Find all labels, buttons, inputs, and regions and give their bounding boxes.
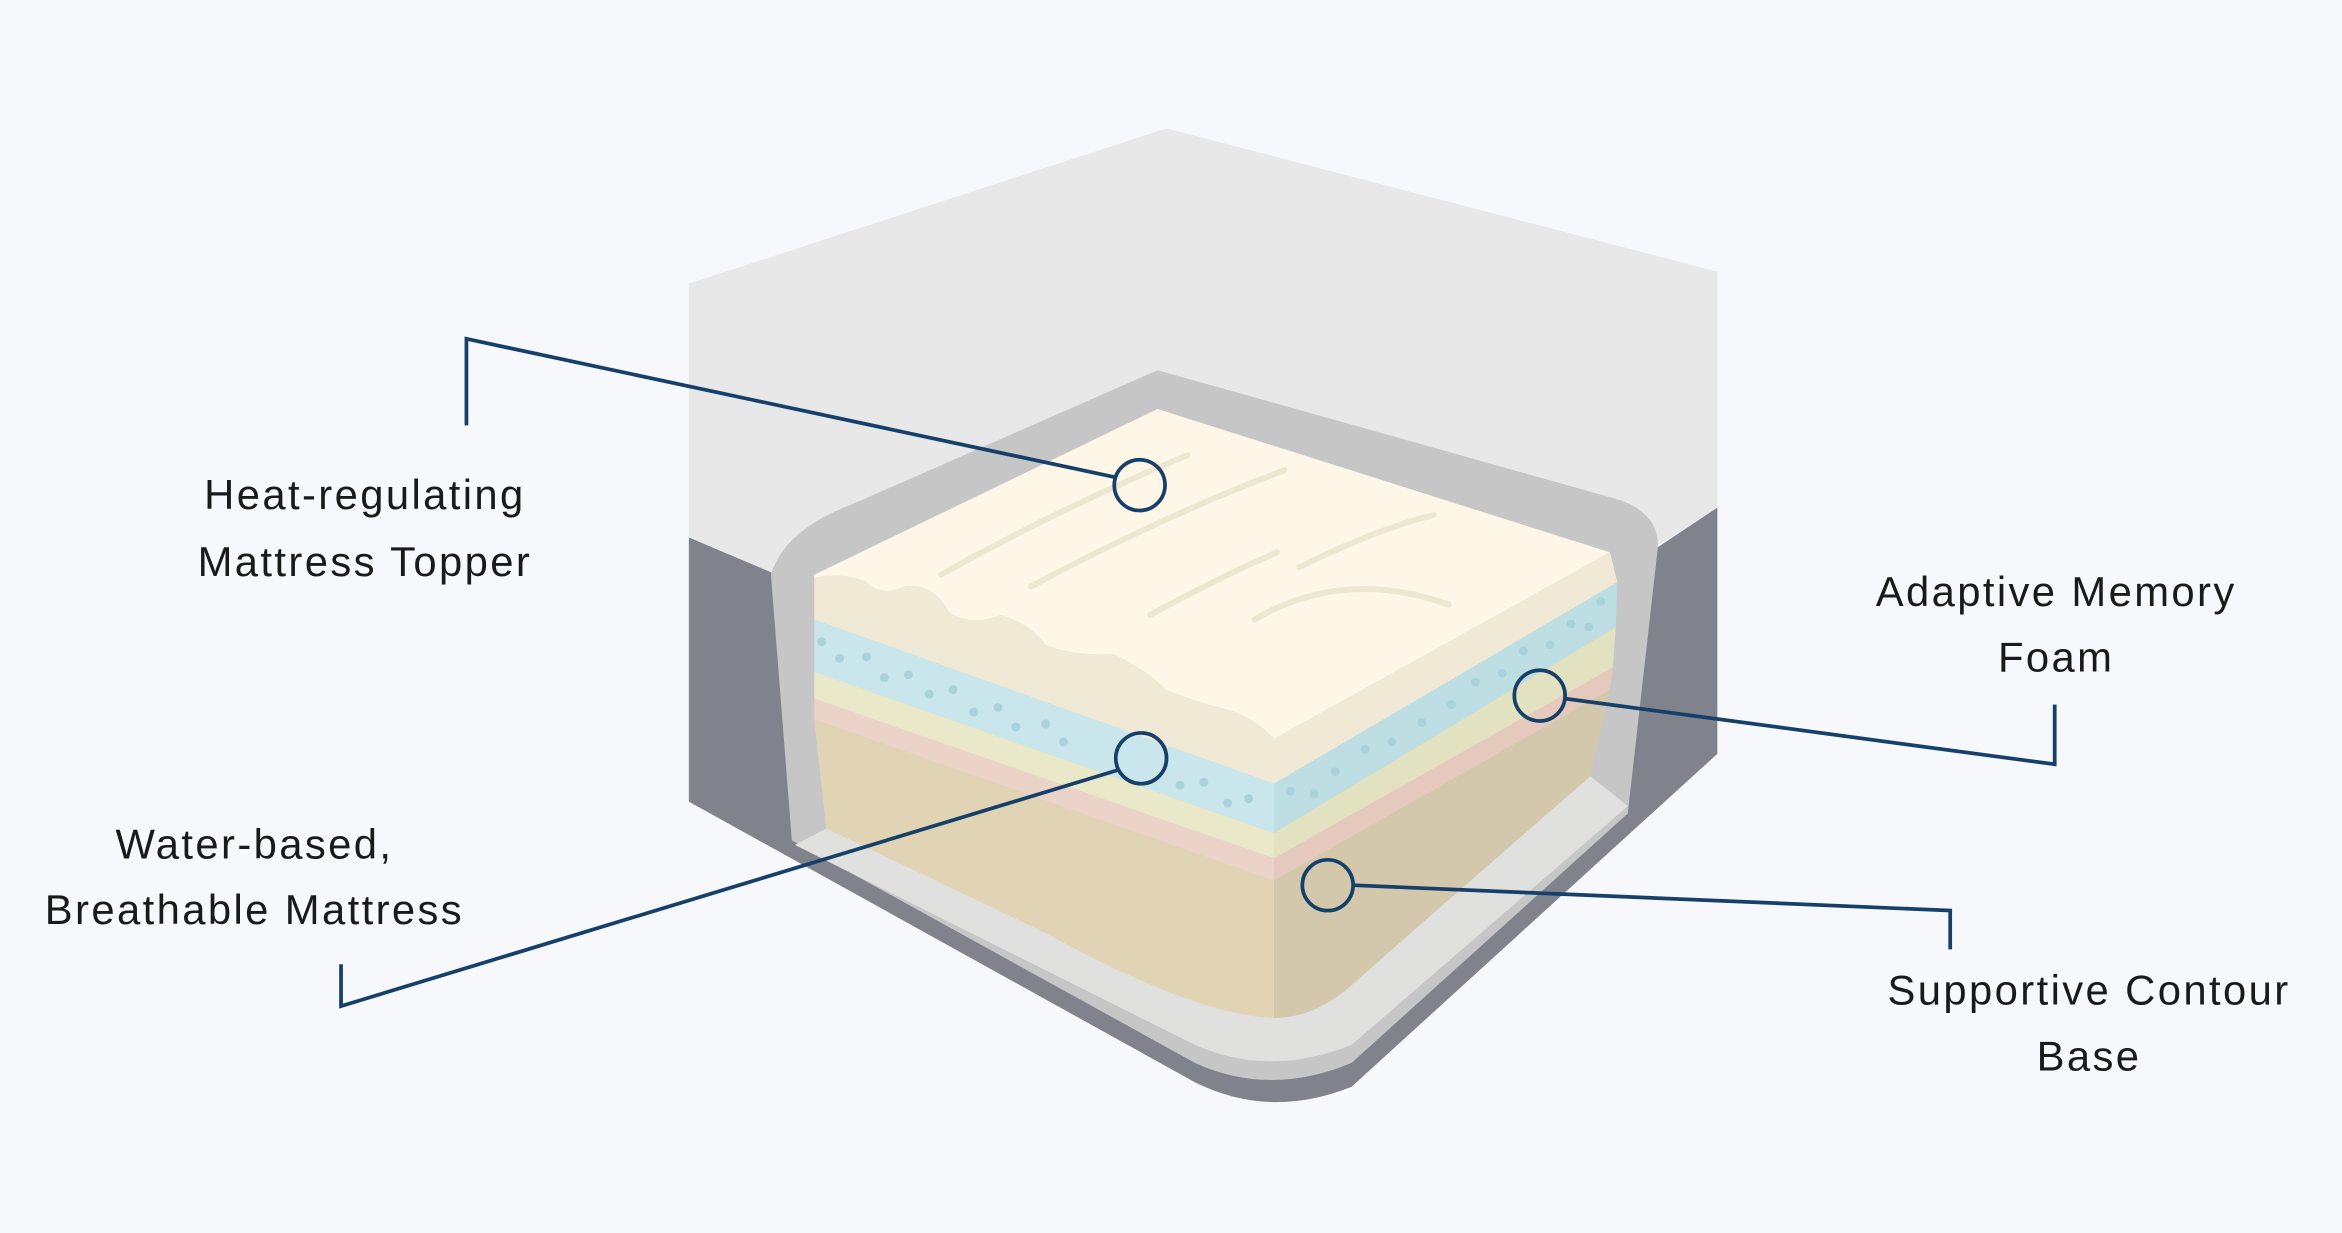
pink-layer-right [1273,667,1613,881]
callout-label-line2: Base [2037,1032,2142,1079]
callout-label-line1: Water-based, [116,820,394,867]
leader-line [1564,696,2057,767]
mattress-layers [814,409,1618,1019]
base-layer-left [814,719,1274,1019]
pink-layer-left [814,698,1274,881]
callout-label-line2: Breathable Mattress [45,886,464,933]
callout-label-line2: Mattress Topper [198,538,533,585]
callout-memory-foam: Adaptive Memory Foam [1512,568,2237,767]
callout-water-mattress: Water-based, Breathable Mattress [45,731,1169,1009]
foam-layer-right [1273,582,1618,833]
callout-topper: Heat-regulating Mattress Topper [198,336,1167,585]
marker-circle [1113,731,1169,786]
callout-contour-base: Supportive Contour Base [1300,857,2291,1079]
leader-line [1353,883,1953,950]
marker-circle [1300,857,1355,913]
callout-label-line2: Foam [1998,634,2114,681]
yellow-layer-right [1273,626,1616,859]
base-layer-right [1273,689,1610,1019]
callout-label-line1: Heat-regulating [204,471,526,518]
marker-circle [1112,457,1167,513]
callout-label-line1: Adaptive Memory [1876,568,2237,615]
leader-line [464,336,1118,480]
topper-creases [938,452,1452,623]
topper-side-left [814,575,1274,784]
topper-top-face [814,409,1610,739]
yellow-layer-left [814,671,1274,859]
foam-dots [817,597,1606,808]
callout-label-line1: Supportive Contour [1888,967,2291,1014]
topper-side-right [1273,552,1618,784]
leader-line [339,768,1118,1009]
marker-circle [1512,668,1567,723]
